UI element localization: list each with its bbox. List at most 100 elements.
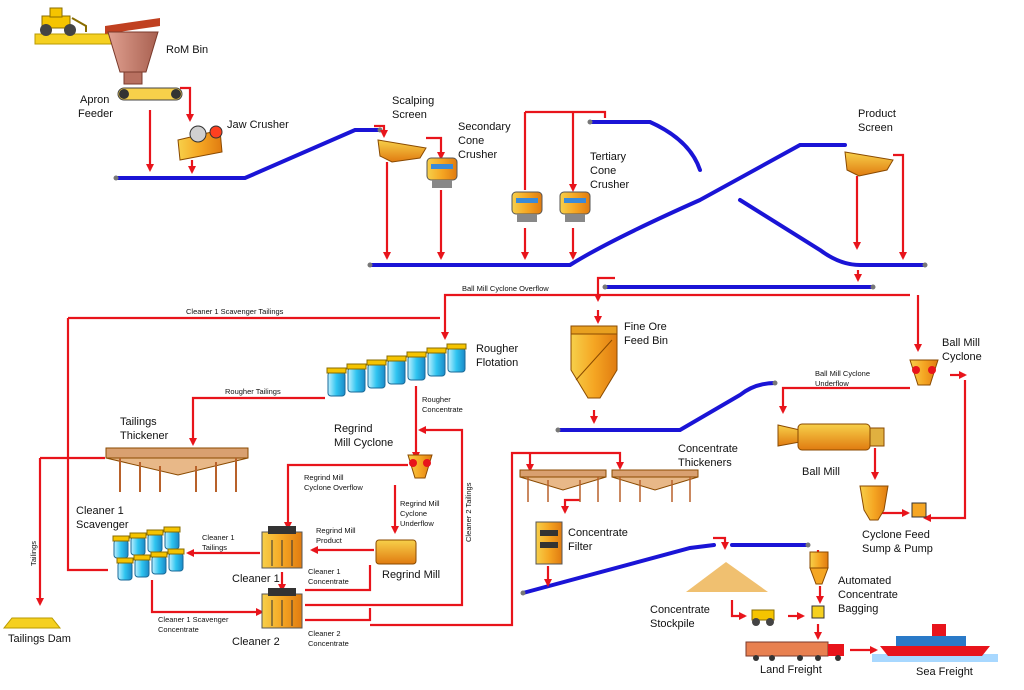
conveyor-1 xyxy=(114,128,382,180)
label-bm-underflow-2: Underflow xyxy=(815,379,849,388)
label-secondary-2: Cone xyxy=(458,135,484,147)
label-apron-1: Apron xyxy=(80,94,109,106)
rougher-flotation-cells xyxy=(326,343,467,397)
label-stockpile-1: Concentrate xyxy=(650,604,710,616)
label-rougher-conc-1: Rougher xyxy=(422,395,451,404)
label-conc-thick-1: Concentrate xyxy=(678,443,738,455)
cleaner-1-cell xyxy=(261,526,303,569)
label-product-1: Product xyxy=(858,108,896,120)
flotation-tank xyxy=(130,536,146,556)
flotation-tank xyxy=(327,371,346,397)
label-regrind-cyc-2: Mill Cyclone xyxy=(334,437,393,449)
label-c2-conc-1: Cleaner 2 xyxy=(308,629,341,638)
flotation-tank xyxy=(147,533,163,553)
cleaner-2-cell xyxy=(261,588,303,629)
label-rmc-overflow-1: Regrind Mill xyxy=(304,473,344,482)
flotation-tank xyxy=(447,347,466,373)
label-sea-freight: Sea Freight xyxy=(916,666,973,678)
rom-bin xyxy=(105,18,160,85)
label-rmc-underflow-2: Cyclone xyxy=(400,509,427,518)
label-bm-cyclone-1: Ball Mill xyxy=(942,337,980,349)
cleaner1-scavenger-cells xyxy=(112,526,185,581)
tertiary-cone-crusher-1 xyxy=(511,191,543,222)
label-scalping-1: Scalping xyxy=(392,95,434,107)
flotation-tank xyxy=(347,367,366,393)
conveyor-3 xyxy=(588,120,927,267)
label-rougher-conc-2: Concentrate xyxy=(422,405,463,414)
flotation-tank-top xyxy=(406,351,427,358)
label-bm-underflow-1: Ball Mill Cyclone xyxy=(815,369,870,378)
label-tailings-vert: Tailings xyxy=(29,541,38,566)
concentrate-filter xyxy=(535,521,563,565)
label-bagging-3: Bagging xyxy=(838,603,878,615)
label-bm-overflow: Ball Mill Cyclone Overflow xyxy=(462,284,549,293)
flotation-tank-top xyxy=(112,535,130,542)
flotation-tank-top xyxy=(426,347,447,354)
concentrate-stockpile xyxy=(686,562,768,592)
label-secondary-1: Secondary xyxy=(458,121,511,133)
label-ball-mill: Ball Mill xyxy=(802,466,840,478)
label-c2-conc-2: Concentrate xyxy=(308,639,349,648)
label-tailings-thick-1: Tailings xyxy=(120,416,157,428)
flotation-tank xyxy=(367,363,386,389)
conveyor-2 xyxy=(368,143,847,267)
label-c1-tailings-1: Cleaner 1 xyxy=(202,533,235,542)
secondary-cone-crusher xyxy=(426,157,458,188)
cyclone-feed-sump xyxy=(859,485,889,521)
label-cleaner2-tailings: Cleaner 2 Tailings xyxy=(464,482,473,542)
flotation-tank-top xyxy=(116,557,134,564)
label-regrind-cyc-1: Regrind xyxy=(334,423,373,435)
flotation-tank xyxy=(387,359,406,385)
label-tertiary-1: Tertiary xyxy=(590,151,627,163)
label-scalping-2: Screen xyxy=(392,109,427,121)
label-cleaner1: Cleaner 1 xyxy=(232,573,280,585)
label-c1-tailings-2: Tailings xyxy=(202,543,227,552)
flotation-tank xyxy=(151,555,167,575)
flotation-tank-top xyxy=(150,551,168,558)
label-bagging-2: Concentrate xyxy=(838,589,898,601)
flotation-tank xyxy=(113,539,129,559)
label-c1-scav-1: Cleaner 1 xyxy=(76,505,124,517)
label-secondary-3: Crusher xyxy=(458,149,497,161)
flotation-tank-top xyxy=(326,367,347,374)
label-product-2: Screen xyxy=(858,122,893,134)
fine-ore-feed-bin xyxy=(570,325,618,399)
label-conc-thick-2: Thickeners xyxy=(678,457,732,469)
flotation-tank xyxy=(134,558,150,578)
label-stockpile-2: Stockpile xyxy=(650,618,695,630)
label-tailings-thick-2: Thickener xyxy=(120,430,169,442)
flotation-tank xyxy=(168,552,184,572)
flotation-tank-top xyxy=(386,355,407,362)
label-rmc-overflow-2: Cyclone Overflow xyxy=(304,483,363,492)
label-bagging-1: Automated xyxy=(838,575,891,587)
flotation-tank-top xyxy=(146,529,164,536)
label-rm-product-1: Regrind Mill xyxy=(316,526,356,535)
apron-feeder xyxy=(117,87,183,101)
rom-loader-icon xyxy=(34,7,112,45)
label-c1-scav-conc-2: Concentrate xyxy=(158,625,199,634)
flotation-tank xyxy=(117,561,133,581)
flow-lines xyxy=(40,86,967,654)
tailings-thickener xyxy=(105,447,249,492)
label-rougher-2: Flotation xyxy=(476,357,518,369)
label-c1-conc-1: Cleaner 1 xyxy=(308,567,341,576)
conveyor-6 xyxy=(521,543,716,595)
scalping-screen xyxy=(377,139,427,163)
label-cleaner2: Cleaner 2 xyxy=(232,636,280,648)
label-cyc-feed-2: Sump & Pump xyxy=(862,543,933,555)
flotation-tank-top xyxy=(446,343,467,350)
flotation-tank-top xyxy=(366,359,387,366)
flotation-tank-top xyxy=(129,532,147,539)
stockpile-loader-icon xyxy=(751,609,775,626)
label-apron-2: Feeder xyxy=(78,108,113,120)
bag xyxy=(811,605,825,619)
label-bm-cyclone-2: Cyclone xyxy=(942,351,982,363)
flotation-tank-top xyxy=(163,526,181,533)
label-cyc-feed-1: Cyclone Feed xyxy=(862,529,930,541)
label-rm-product-2: Product xyxy=(316,536,343,545)
ball-mill xyxy=(777,423,885,451)
label-c1-conc-2: Concentrate xyxy=(308,577,349,586)
label-land-freight: Land Freight xyxy=(760,664,822,676)
cyclone-feed-pump xyxy=(911,502,927,518)
